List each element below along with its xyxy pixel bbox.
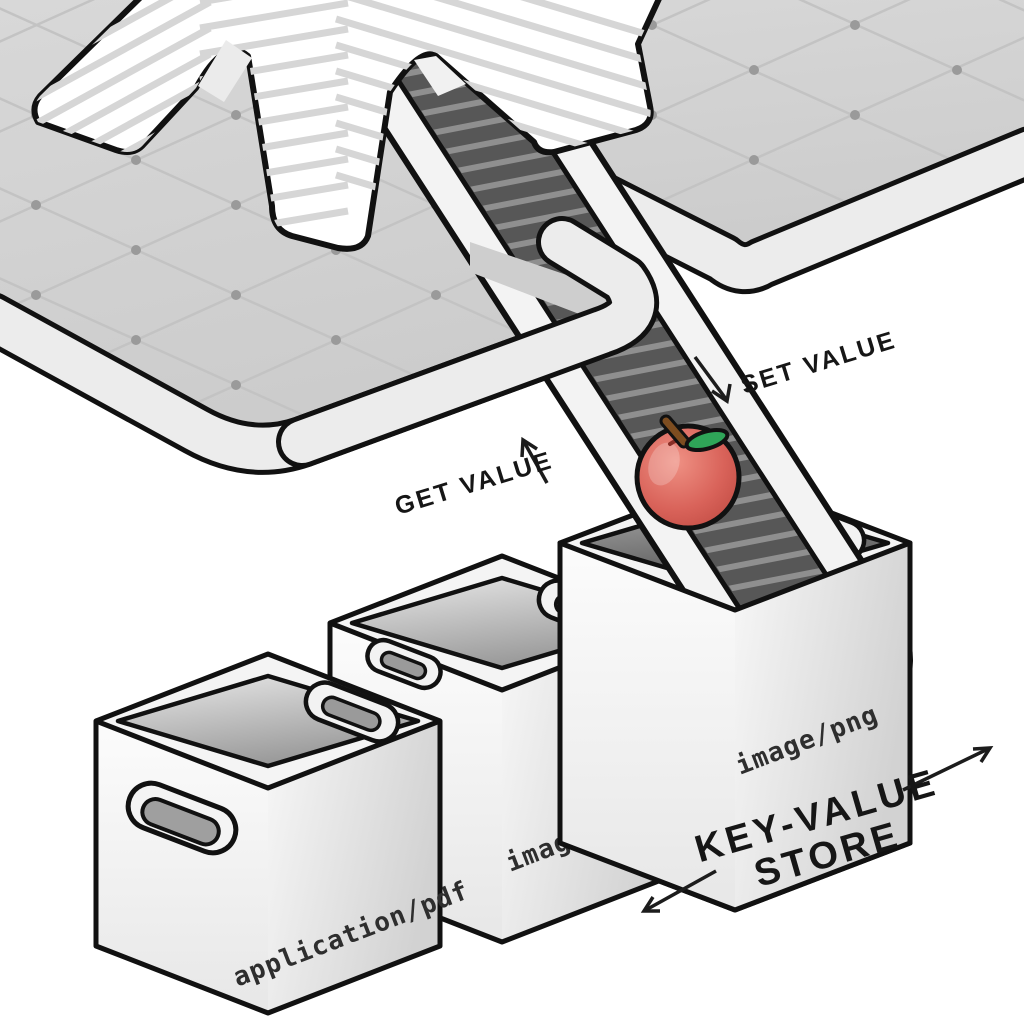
bin-image-png-front: image/png: [557, 540, 913, 913]
bin-handle-icon: [125, 780, 239, 856]
set-value-label: SET VALUE: [738, 326, 900, 400]
arch-inner-face: [414, 56, 466, 96]
apple-icon: [634, 414, 742, 531]
leaf-icon: [684, 427, 730, 453]
get-value-label: GET VALUE: [392, 446, 557, 521]
arrow-down-icon: [711, 383, 732, 404]
arrow-up-icon: [520, 436, 538, 458]
bin-handle-icon: [365, 637, 443, 691]
arrow-right-icon: [972, 746, 994, 763]
bin-application-pdf: application/pdf: [93, 651, 473, 1016]
bin-handle-icon: [303, 680, 401, 744]
arrow-left-icon: [640, 896, 660, 913]
get-value-annotation: GET VALUE: [392, 436, 557, 521]
platform-slot-tip: [276, 216, 659, 468]
arch-inner-face: [198, 40, 252, 102]
